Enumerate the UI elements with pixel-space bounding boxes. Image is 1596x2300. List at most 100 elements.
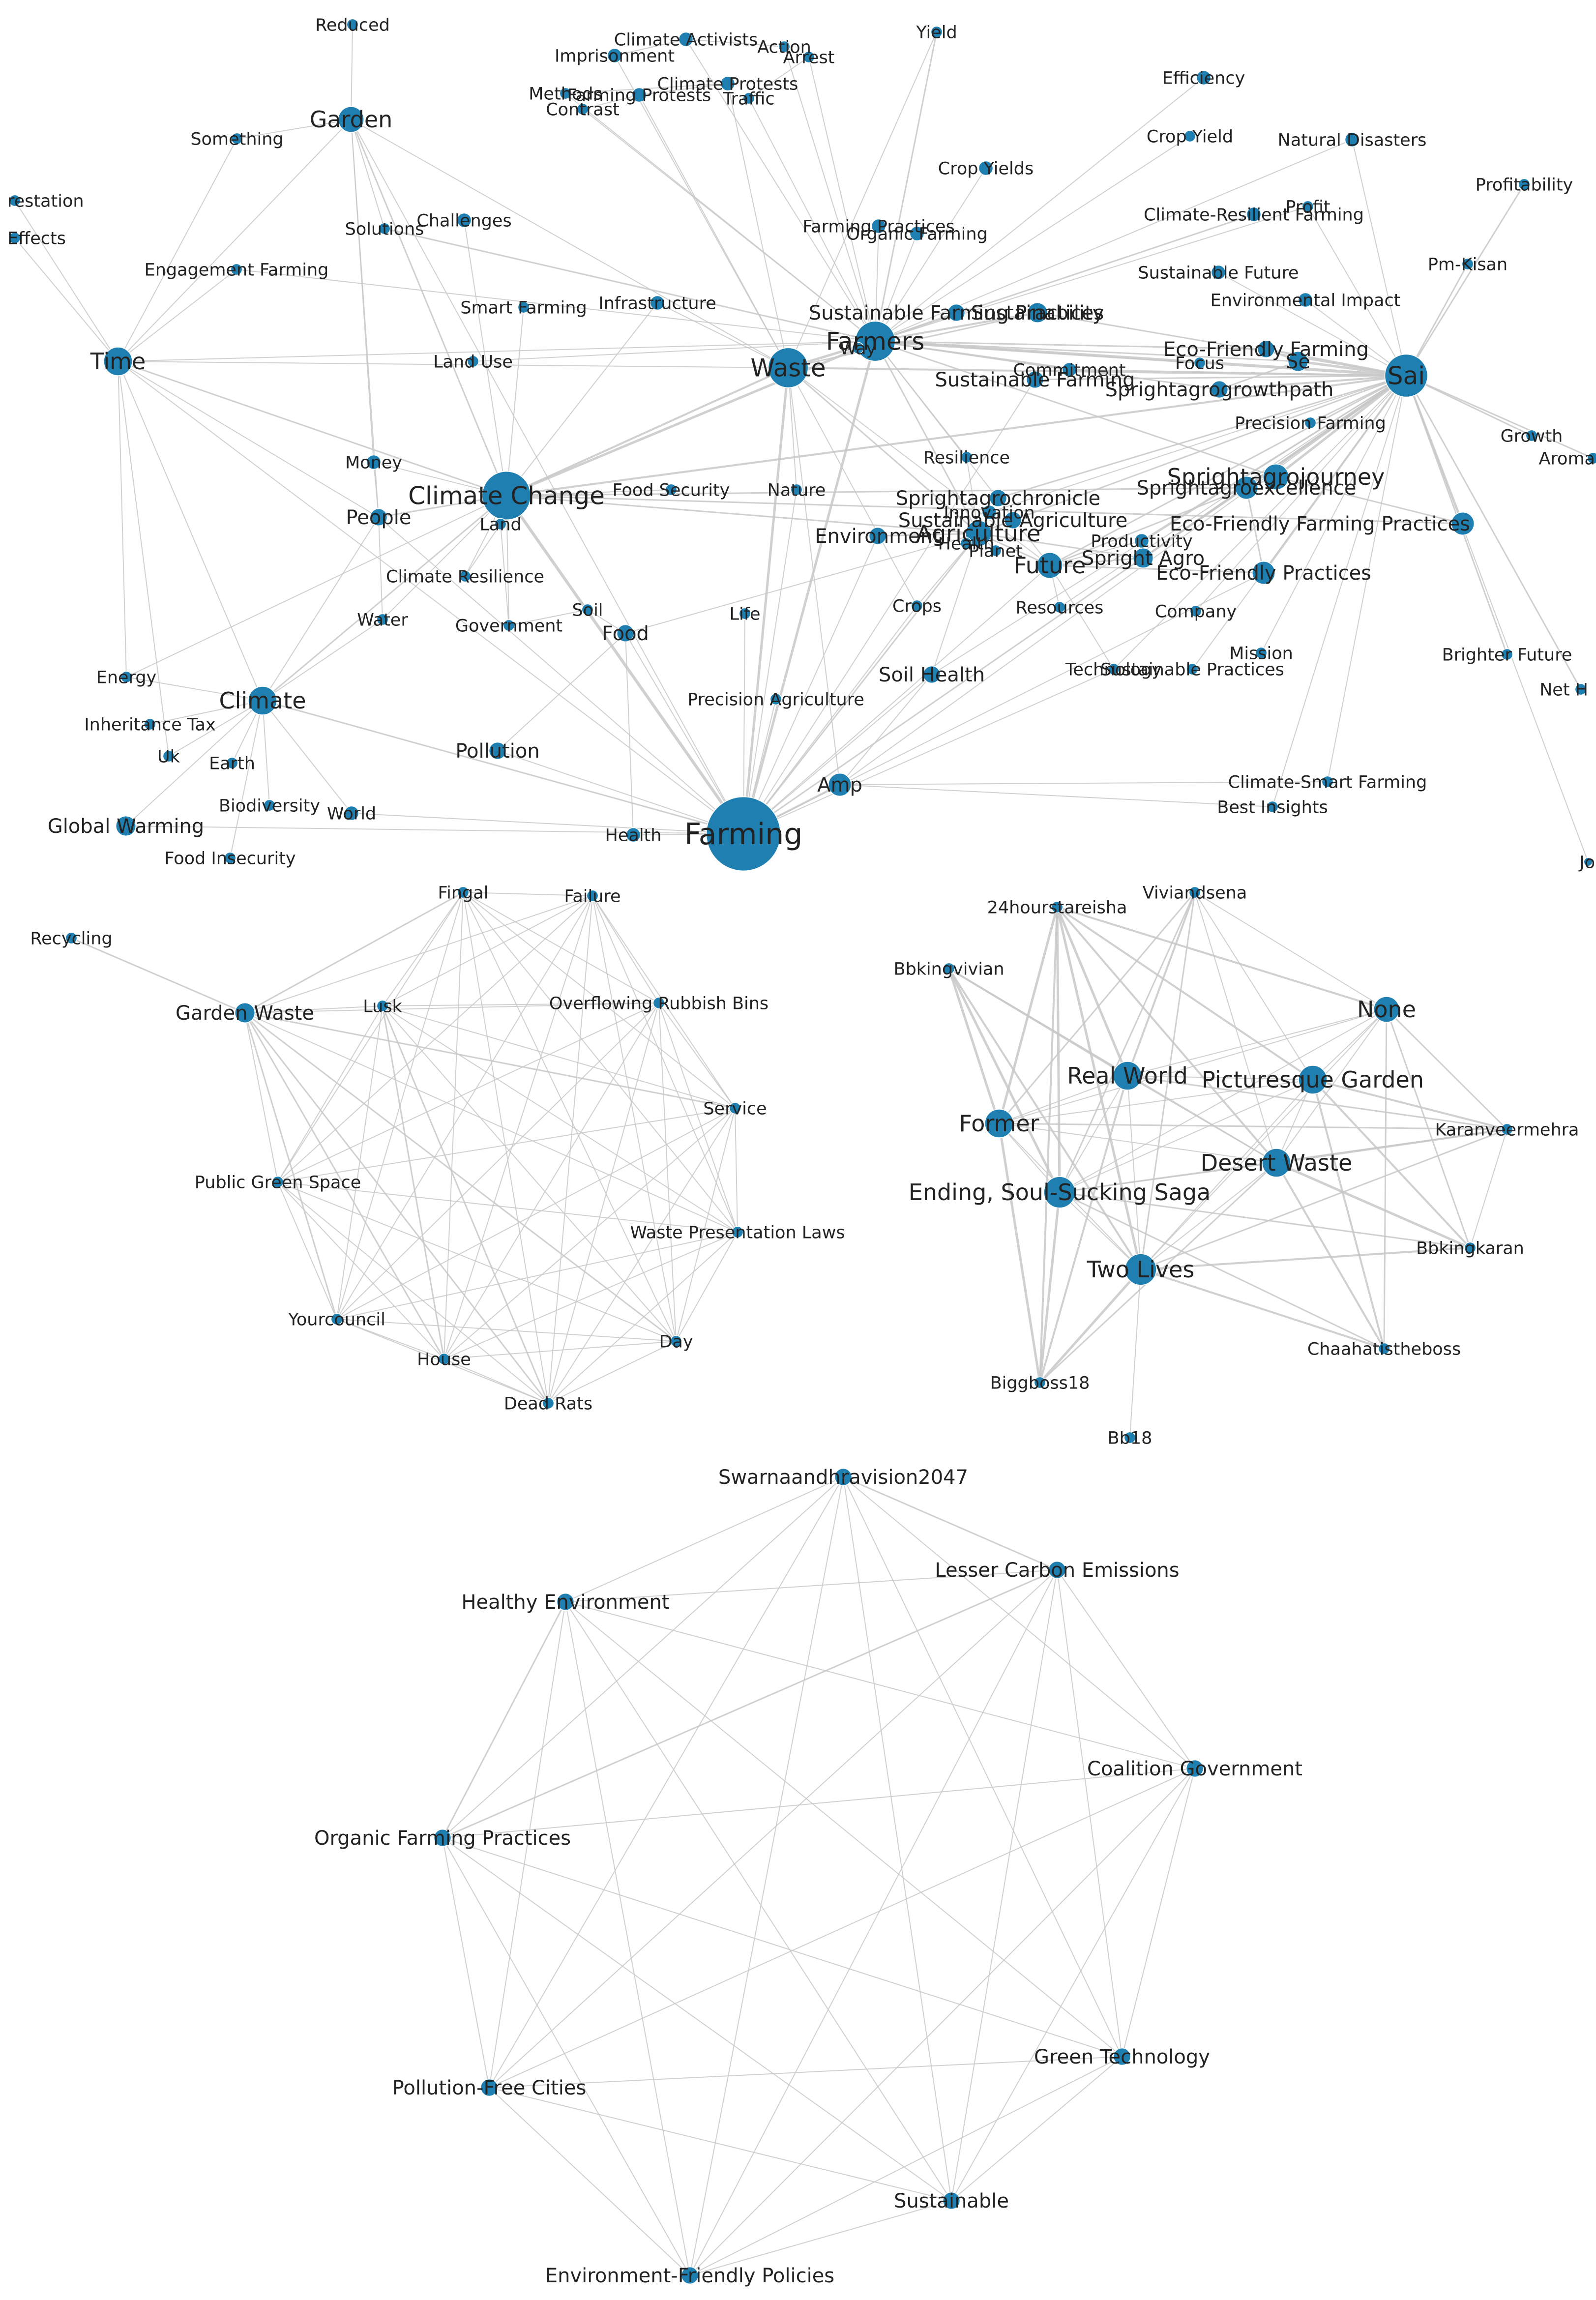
graph-node[interactable] <box>559 87 572 100</box>
graph-node[interactable] <box>965 520 992 547</box>
graph-node[interactable] <box>376 1000 389 1012</box>
graph-node[interactable] <box>984 1109 1014 1138</box>
graph-node[interactable] <box>234 1002 256 1024</box>
graph-node[interactable] <box>1262 1148 1291 1178</box>
graph-node[interactable] <box>922 665 941 684</box>
graph-node[interactable] <box>8 194 21 207</box>
graph-node[interactable] <box>344 805 359 821</box>
graph-node[interactable] <box>231 132 243 145</box>
graph-node[interactable] <box>1298 292 1313 308</box>
graph-node[interactable] <box>828 773 852 796</box>
graph-node[interactable] <box>248 686 277 715</box>
graph-node[interactable] <box>1574 683 1587 696</box>
graph-node[interactable] <box>271 1176 284 1188</box>
graph-node[interactable] <box>1048 1561 1066 1579</box>
graph-node[interactable] <box>852 342 864 354</box>
graph-node[interactable] <box>678 31 694 47</box>
graph-node[interactable] <box>930 26 943 38</box>
graph-node[interactable] <box>790 483 803 496</box>
graph-node[interactable] <box>943 962 955 975</box>
graph-node[interactable] <box>542 1397 555 1410</box>
graph-node[interactable] <box>1123 1431 1136 1444</box>
graph-node[interactable] <box>162 750 175 763</box>
graph-node[interactable] <box>1525 429 1538 442</box>
graph-node[interactable] <box>768 347 809 388</box>
graph-node[interactable] <box>1257 340 1275 358</box>
graph-node[interactable] <box>8 232 21 244</box>
graph-node[interactable] <box>665 483 678 496</box>
graph-node[interactable] <box>1255 647 1268 659</box>
graph-node[interactable] <box>778 40 791 53</box>
graph-node[interactable] <box>729 1102 741 1115</box>
graph-node[interactable] <box>433 1828 452 1847</box>
graph-node[interactable] <box>330 1313 343 1326</box>
graph-node[interactable] <box>1034 1376 1046 1389</box>
graph-node[interactable] <box>586 889 599 902</box>
graph-node[interactable] <box>911 599 923 612</box>
graph-node[interactable] <box>224 852 236 864</box>
graph-node[interactable] <box>1188 886 1201 899</box>
graph-node[interactable] <box>1461 258 1474 270</box>
graph-node[interactable] <box>338 106 364 133</box>
graph-node[interactable] <box>1124 1253 1157 1286</box>
graph-node[interactable] <box>1183 130 1196 143</box>
graph-node[interactable] <box>1583 857 1593 867</box>
graph-node[interactable] <box>981 504 997 520</box>
graph-node[interactable] <box>670 1335 682 1348</box>
graph-node[interactable] <box>625 827 641 843</box>
graph-node[interactable] <box>144 718 156 731</box>
graph-node[interactable] <box>706 796 781 872</box>
graph-node[interactable] <box>1252 561 1275 585</box>
graph-node[interactable] <box>731 1226 744 1238</box>
graph-node[interactable] <box>369 508 388 527</box>
graph-node[interactable] <box>438 1353 450 1365</box>
graph-node[interactable] <box>1451 512 1475 535</box>
graph-node[interactable] <box>480 2078 499 2097</box>
graph-node[interactable] <box>1373 996 1400 1023</box>
graph-node[interactable] <box>1051 901 1064 914</box>
graph-node[interactable] <box>581 603 594 616</box>
graph-node[interactable] <box>1185 1759 1204 1778</box>
graph-node[interactable] <box>942 2191 961 2210</box>
graph-node[interactable] <box>1026 370 1044 389</box>
graph-node[interactable] <box>960 451 973 464</box>
graph-node[interactable] <box>1193 356 1206 369</box>
graph-node[interactable] <box>1384 354 1428 398</box>
graph-node[interactable] <box>376 613 389 626</box>
graph-node[interactable] <box>1210 380 1229 399</box>
graph-node[interactable] <box>607 48 622 63</box>
graph-node[interactable] <box>494 518 507 531</box>
graph-node[interactable] <box>1113 2047 1131 2066</box>
graph-node[interactable] <box>502 619 515 632</box>
graph-node[interactable] <box>1004 511 1022 530</box>
graph-node[interactable] <box>739 607 751 620</box>
graph-node[interactable] <box>1287 351 1309 372</box>
graph-node[interactable] <box>802 51 815 63</box>
graph-node[interactable] <box>1587 452 1596 465</box>
graph-node[interactable] <box>1189 605 1202 618</box>
graph-node[interactable] <box>457 886 470 899</box>
graph-node[interactable] <box>909 226 925 241</box>
graph-node[interactable] <box>652 997 665 1009</box>
graph-node[interactable] <box>1113 1061 1142 1091</box>
graph-node[interactable] <box>631 87 647 103</box>
graph-node[interactable] <box>456 212 472 228</box>
graph-node[interactable] <box>650 295 665 311</box>
graph-node[interactable] <box>769 693 782 706</box>
graph-node[interactable] <box>556 1592 575 1611</box>
graph-node[interactable] <box>103 347 133 376</box>
graph-node[interactable] <box>868 527 887 545</box>
graph-node[interactable] <box>230 263 243 276</box>
graph-node[interactable] <box>1464 1241 1477 1254</box>
graph-node[interactable] <box>1062 362 1077 378</box>
graph-node[interactable] <box>459 570 472 583</box>
graph-node[interactable] <box>989 544 1002 557</box>
graph-node[interactable] <box>1301 200 1314 213</box>
graph-node[interactable] <box>1378 1342 1390 1355</box>
graph-node[interactable] <box>947 303 966 322</box>
graph-node[interactable] <box>366 454 382 470</box>
graph-node[interactable] <box>1043 1176 1076 1209</box>
graph-node[interactable] <box>989 489 1007 507</box>
graph-node[interactable] <box>1027 302 1048 324</box>
graph-node[interactable] <box>1246 206 1262 222</box>
